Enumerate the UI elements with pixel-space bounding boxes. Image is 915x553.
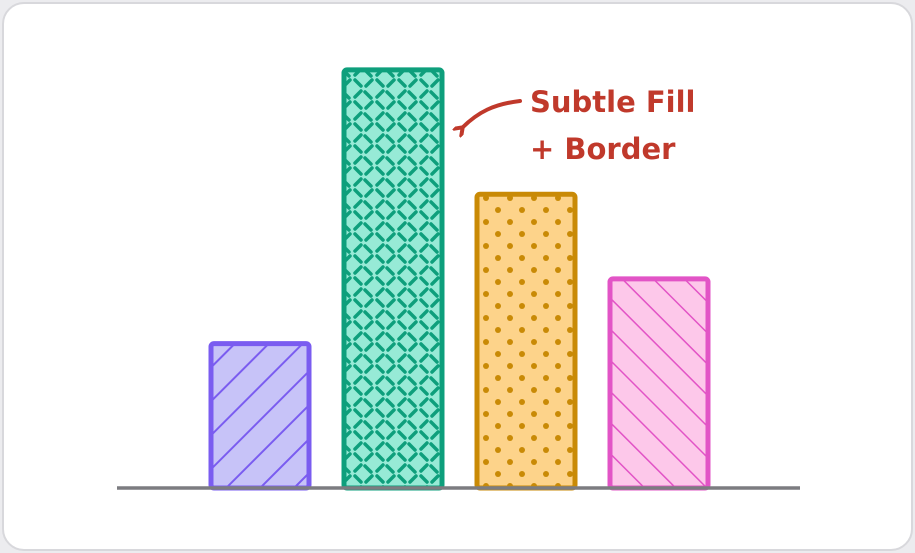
- annotation-line-1: Subtle Fill: [530, 85, 696, 119]
- bar-pattern-1: [211, 343, 309, 488]
- bar-pattern-2: [344, 69, 442, 488]
- annotation-line-2: + Border: [530, 132, 676, 166]
- bar-1: [208, 341, 312, 491]
- bar-pattern-4: [610, 278, 708, 488]
- bar-2: [341, 67, 445, 491]
- bars-group: [208, 67, 711, 491]
- bar-4: [607, 276, 711, 491]
- annotation-arrow: [462, 99, 522, 128]
- bar-pattern-3: [477, 194, 575, 489]
- bar-3: [474, 191, 578, 491]
